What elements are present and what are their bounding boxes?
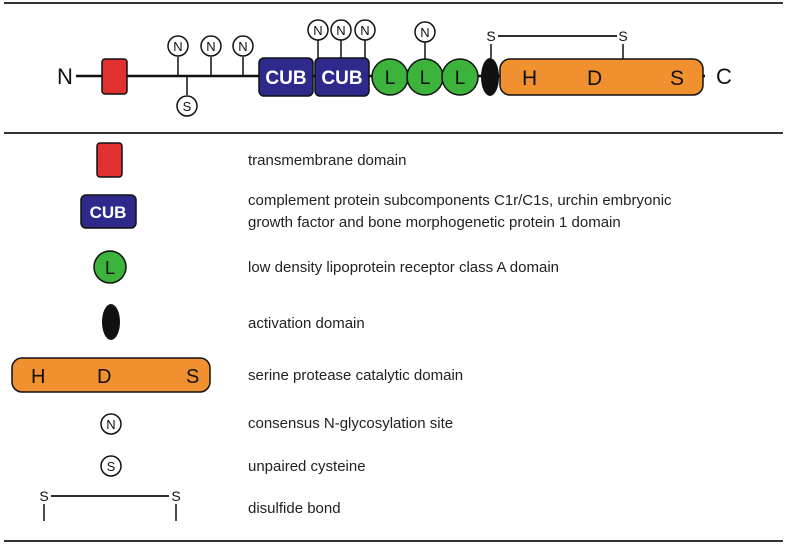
legend-row-disulfide: S S disulfide bond (39, 488, 341, 521)
legend-label: serine protease catalytic domain (248, 367, 463, 384)
cub-domain: CUB (258, 57, 314, 97)
legend-glycosylation-symbol (100, 413, 122, 435)
c-terminus-label: C (716, 64, 732, 89)
svg-text:H: H (522, 67, 537, 90)
svg-text:N: N (238, 39, 247, 54)
disulfide-bond: S S (486, 28, 628, 60)
glyco-site: N (200, 35, 222, 57)
legend-transmembrane-symbol (96, 142, 123, 178)
legend-label: transmembrane domain (248, 152, 406, 169)
legend-ldl-symbol (93, 250, 127, 284)
svg-text:N: N (360, 23, 369, 38)
glyco-site: N (167, 35, 189, 57)
glyco-site: N (307, 19, 329, 41)
legend-row-ldl: L low density lipoprotein receptor class… (93, 250, 559, 284)
svg-text:N: N (173, 39, 182, 54)
ldl-domain: L (441, 58, 479, 96)
transmembrane-domain (101, 58, 128, 95)
legend-label: consensus N-glycosylation site (248, 415, 453, 432)
svg-text:N: N (206, 39, 215, 54)
svg-text:N: N (313, 23, 322, 38)
svg-text:L: L (420, 68, 431, 89)
legend-activation-symbol (102, 304, 120, 340)
legend-row-protease: H D S serine protease catalytic domain (11, 357, 463, 393)
legend-label: complement protein subcomponents C1r/C1s… (248, 192, 672, 209)
legend-row-cysteine: S unpaired cysteine (100, 455, 366, 477)
glyco-site: N (232, 35, 254, 57)
legend-protease-symbol (11, 357, 211, 393)
svg-text:CUB: CUB (265, 68, 306, 89)
legend-disulfide-s: S (171, 488, 180, 504)
legend-protease-letter: D (97, 366, 111, 388)
legend-disulfide-symbol: S S (39, 488, 181, 521)
legend-protease-letter: H (31, 366, 45, 388)
n-terminus-label: N (57, 64, 73, 89)
legend-row-transmembrane: transmembrane domain (96, 142, 406, 178)
legend-protease-letter: S (186, 366, 199, 388)
glyco-site: N (330, 19, 352, 41)
svg-text:S: S (618, 28, 627, 44)
legend-cub-text: CUB (90, 203, 127, 222)
legend-label: disulfide bond (248, 500, 341, 517)
legend-row-activation: activation domain (102, 304, 365, 340)
legend-label: activation domain (248, 315, 365, 332)
legend-label: growth factor and bone morphogenetic pro… (248, 214, 621, 231)
legend-cysteine-symbol (100, 455, 122, 477)
protease-domain: H D S (499, 58, 704, 96)
legend-cub-symbol (80, 194, 137, 229)
legend-glycosylation-text: N (106, 417, 115, 432)
svg-text:L: L (385, 68, 396, 89)
cub-domain: CUB (314, 57, 370, 97)
legend-row-glycosylation: N consensus N-glycosylation site (100, 413, 453, 435)
svg-text:L: L (455, 68, 466, 89)
legend-cysteine-text: S (107, 459, 116, 474)
legend: transmembrane domain CUB complement prot… (11, 142, 672, 521)
svg-text:S: S (183, 99, 192, 114)
legend-ldl-text: L (105, 258, 115, 278)
glyco-site: N (414, 21, 436, 43)
legend-disulfide-s: S (39, 488, 48, 504)
svg-text:N: N (336, 23, 345, 38)
svg-text:D: D (587, 67, 602, 90)
legend-label: low density lipoprotein receptor class A… (248, 259, 559, 276)
svg-text:S: S (670, 67, 684, 90)
svg-text:N: N (420, 25, 429, 40)
ldl-domain: L (406, 58, 444, 96)
legend-row-cub: CUB complement protein subcomponents C1r… (80, 192, 672, 231)
protein-schematic: N C N N N S N (57, 19, 732, 117)
svg-text:S: S (486, 28, 495, 44)
legend-label: unpaired cysteine (248, 458, 366, 475)
ldl-domain: L (371, 58, 409, 96)
glyco-site: N (354, 19, 376, 41)
svg-text:CUB: CUB (321, 68, 362, 89)
activation-domain (481, 58, 499, 96)
unpaired-cysteine: S (176, 95, 198, 117)
